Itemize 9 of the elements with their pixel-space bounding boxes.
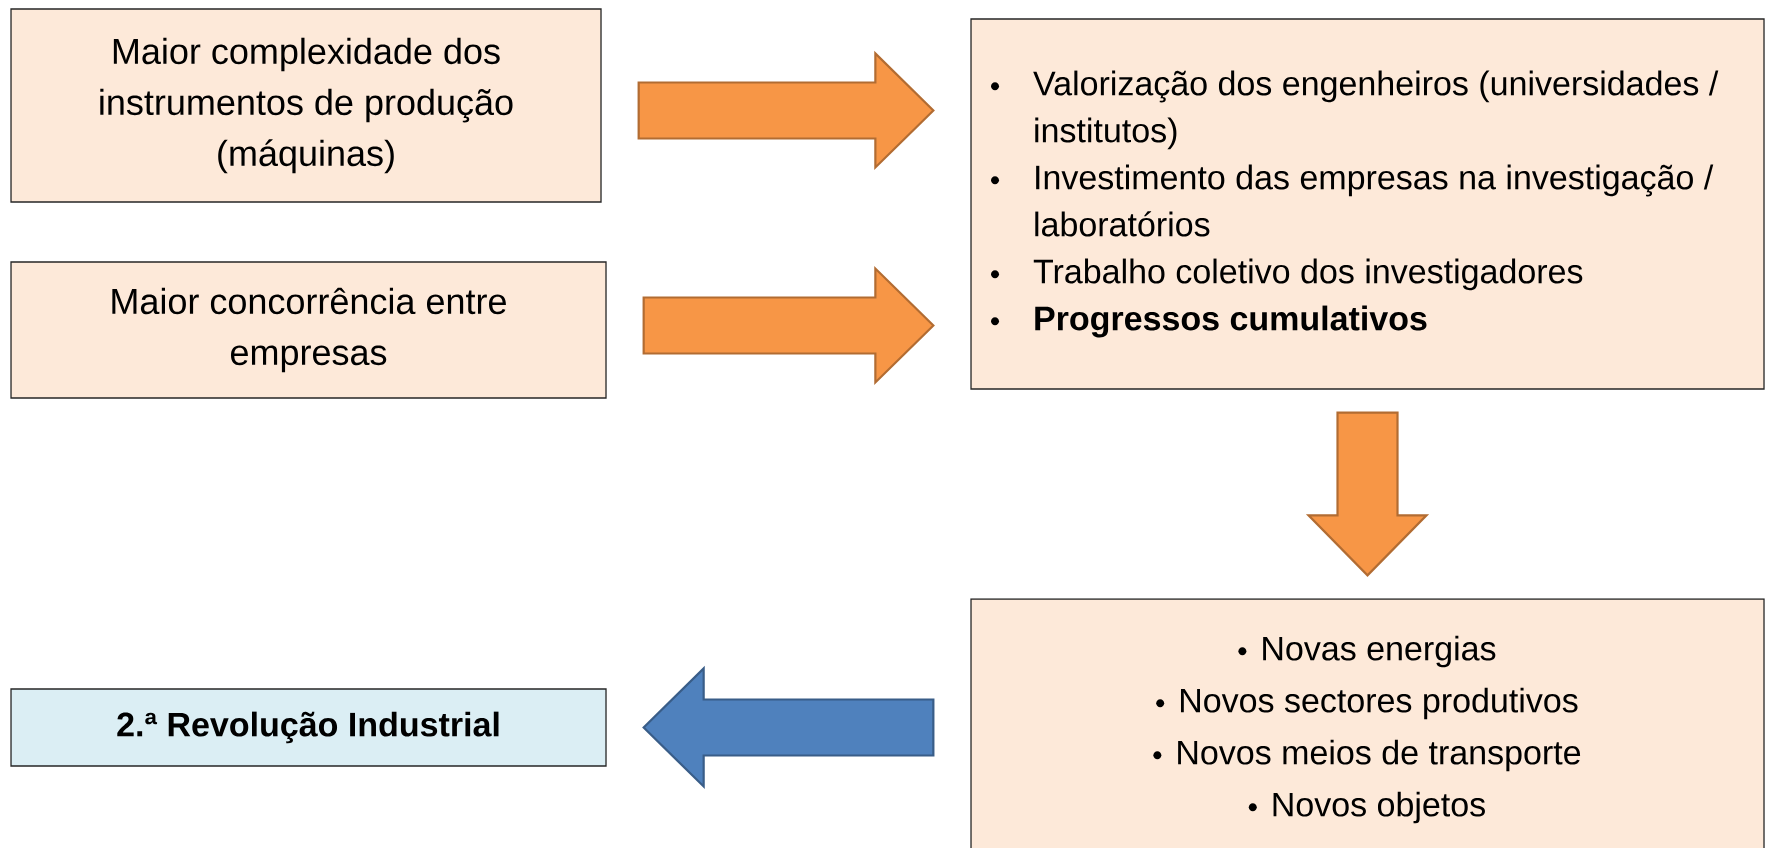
block-arrow — [1305, 411, 1430, 577]
text-box: Valorização dos engenheiros (universidades / institutos) Investimento das empresas na investigação / laboratórios Trabalho coletivo dos investigadores Progressos cumulativos — [970, 18, 1765, 390]
block-arrow — [642, 665, 935, 790]
text-box: 2.ª Revolução Industrial — [10, 688, 607, 767]
text-box: Maior complexidade dos instrumentos de produção (máquinas) — [10, 8, 602, 203]
text-box: Novas energias Novos sectores produtivos Novos meios de transporte Novos objetos — [970, 598, 1765, 848]
text-box: Maior concorrência entre empresas — [10, 261, 607, 399]
block-arrow — [642, 265, 935, 386]
block-arrow — [637, 50, 935, 171]
